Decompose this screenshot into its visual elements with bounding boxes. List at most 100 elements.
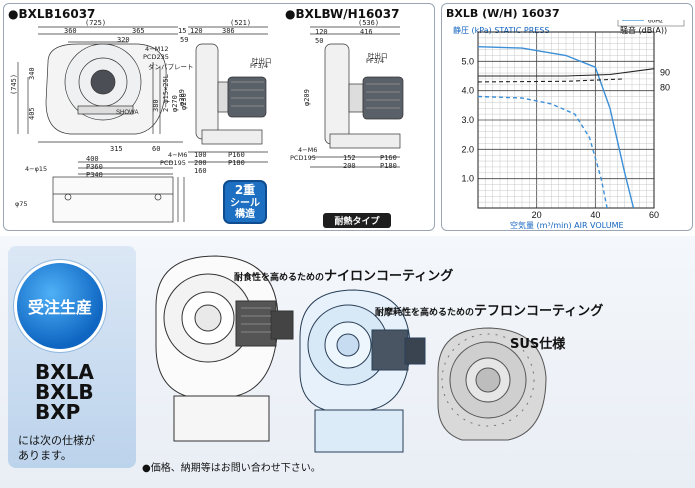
dim-120: 120 [190,27,203,35]
dim-120-heat: 120 [315,28,328,36]
dim-400: 400 [86,155,99,163]
label-pf3-4: PF3/4 [250,62,269,70]
right-tick-label: 80 [660,83,670,93]
nylon-coating-name: ナイロンコーティング [324,269,454,284]
x-tick-label: 20 [532,210,542,220]
dim-386: 386 [222,27,235,35]
dim-50: 50 [315,37,324,45]
y-tick-label: 2.0 [461,144,474,154]
label-4-phi15: 4−φ15 [25,165,48,173]
dim-p180: P180 [228,159,245,167]
model-bxlb: BXLB [35,380,94,404]
chart-series [477,46,655,209]
model-bxla: BXLA [35,360,94,384]
badge-line-3: 構造 [235,208,255,220]
dim-200-heat: 200 [343,162,356,170]
dim-phi209: φ209 [178,89,186,106]
dim-725: (725) [85,19,107,27]
model-title-bxlbw-h16037: ●BXLBW/H16037 [285,7,400,21]
badge-line-2: シール [230,197,260,209]
y-tick-label: 4.0 [461,86,474,96]
custom-order-badge: 受注生産 [17,263,103,349]
spec-note-line-1: には次の仕様が [18,434,95,447]
dim-416: 416 [360,28,373,36]
label-4-m6-heat: 4−M6 [298,146,318,154]
heat-resistant-pill: 耐熱タイプ [323,213,391,228]
double-seal-badge: 2重 シール 構造 [223,180,267,224]
label-pcd195-heat: PCD195 [290,154,316,162]
chart-ylabel-right: 騒音 (dB(A)) [620,26,668,35]
y-tick-label: 1.0 [461,174,474,184]
dim-p180-heat: P180 [380,162,397,170]
dim-100: 100 [194,151,207,159]
nylon-coating-label: 耐食性を高めるためのナイロンコーティング [234,265,453,284]
series-line [478,68,655,77]
label-outlet-heat: 吐出口 [368,52,388,60]
dim-536: (536) [358,19,380,27]
dim-745: (745) [10,73,18,95]
side-view-drawing-heat [310,26,404,168]
label-4-m12: 4−M12 [145,45,169,53]
series-line [477,78,625,83]
model-bxp: BXP [35,400,81,424]
x-tick-label: 60 [649,210,659,220]
dim-59: 59 [180,36,189,44]
maker-logo: SHOWA [116,110,138,116]
legend-box [617,20,685,27]
dim-p160-heat: P160 [380,154,397,162]
chart-grid [477,31,655,209]
series-line [477,46,635,209]
dim-phi209-heat: φ209 [303,89,311,106]
dim-360: 360 [64,27,77,35]
series-line [477,95,608,209]
y-tick-label: 5.0 [461,56,474,66]
dim-60: 60 [152,145,161,153]
chart-title: BXLB (W/H) 16037 [446,7,560,20]
chart-ylabel-left: 静圧 (kPa) STATIC PRESS [453,26,550,35]
nylon-coating-purpose: 耐食性を高めるための [234,273,325,283]
teflon-coating-purpose: 耐摩耗性を高めるための [375,308,475,318]
label-damper-plate: ダンパプレート [148,63,194,71]
dim-365: 365 [132,27,145,35]
teflon-coated-blower-image [299,289,426,453]
label-pcd235: PCD235 [143,53,169,61]
dim-152-heat: 152 [343,154,356,162]
dim-15: 15 [178,27,187,35]
dim-320: 320 [117,36,130,44]
spec-note-line-2: あります。 [18,449,72,462]
plot-frame [477,31,655,209]
dim-160: 160 [194,167,207,175]
performance-chart-panel [441,3,693,231]
badge-line-1: 2重 [234,183,256,198]
teflon-coating-label: 耐摩耗性を高めるためのテフロンコーティング [375,300,603,319]
dim-270: 2−φ15×25L [162,74,170,112]
sus-blower-image [437,327,547,441]
price-inquiry-note: ●価格、納期等はお問い合わせ下さい。 [142,463,321,474]
label-pf3-4-heat: PF3/4 [366,57,385,65]
dim-405: 405 [28,107,36,120]
label-4-m6: 4−M6 [168,151,188,159]
spec-note: には次の仕様が あります。 [18,433,95,463]
right-tick-label: 90 [660,67,670,77]
teflon-coating-name: テフロンコーティング [474,304,604,319]
side-view-drawing [188,26,268,163]
model-list: BXLA BXLB BXP [35,362,94,422]
chart-legend: 50Hz60Hz [617,20,685,27]
nylon-coated-blower-image [155,255,294,442]
legend-label: 60Hz [648,20,663,25]
dim-380: 380 [152,99,160,112]
front-view-drawing: SHOWA [17,26,185,223]
chart-xlabel: 空気量 (m³/min) AIR VOLUME [510,221,624,230]
x-tick-label: 40 [590,210,600,220]
label-2-phi15x25l: φ75 [15,200,28,208]
performance-chart: 1.0 2.0 3.0 4.0 5.0 20 40 60 90 80 50Hz60Hz [461,20,685,220]
model-title-bxlb16037: ●BXLB16037 [8,7,96,21]
dim-p360: P360 [86,163,103,171]
dim-315: 315 [110,145,123,153]
y-tick-label: 3.0 [461,115,474,125]
dim-p340: P340 [86,171,103,179]
dim-340: 340 [28,67,36,80]
dim-p160: P160 [228,151,245,159]
dim-200: 200 [194,159,207,167]
sus-spec-label: SUS仕様 [510,333,565,352]
